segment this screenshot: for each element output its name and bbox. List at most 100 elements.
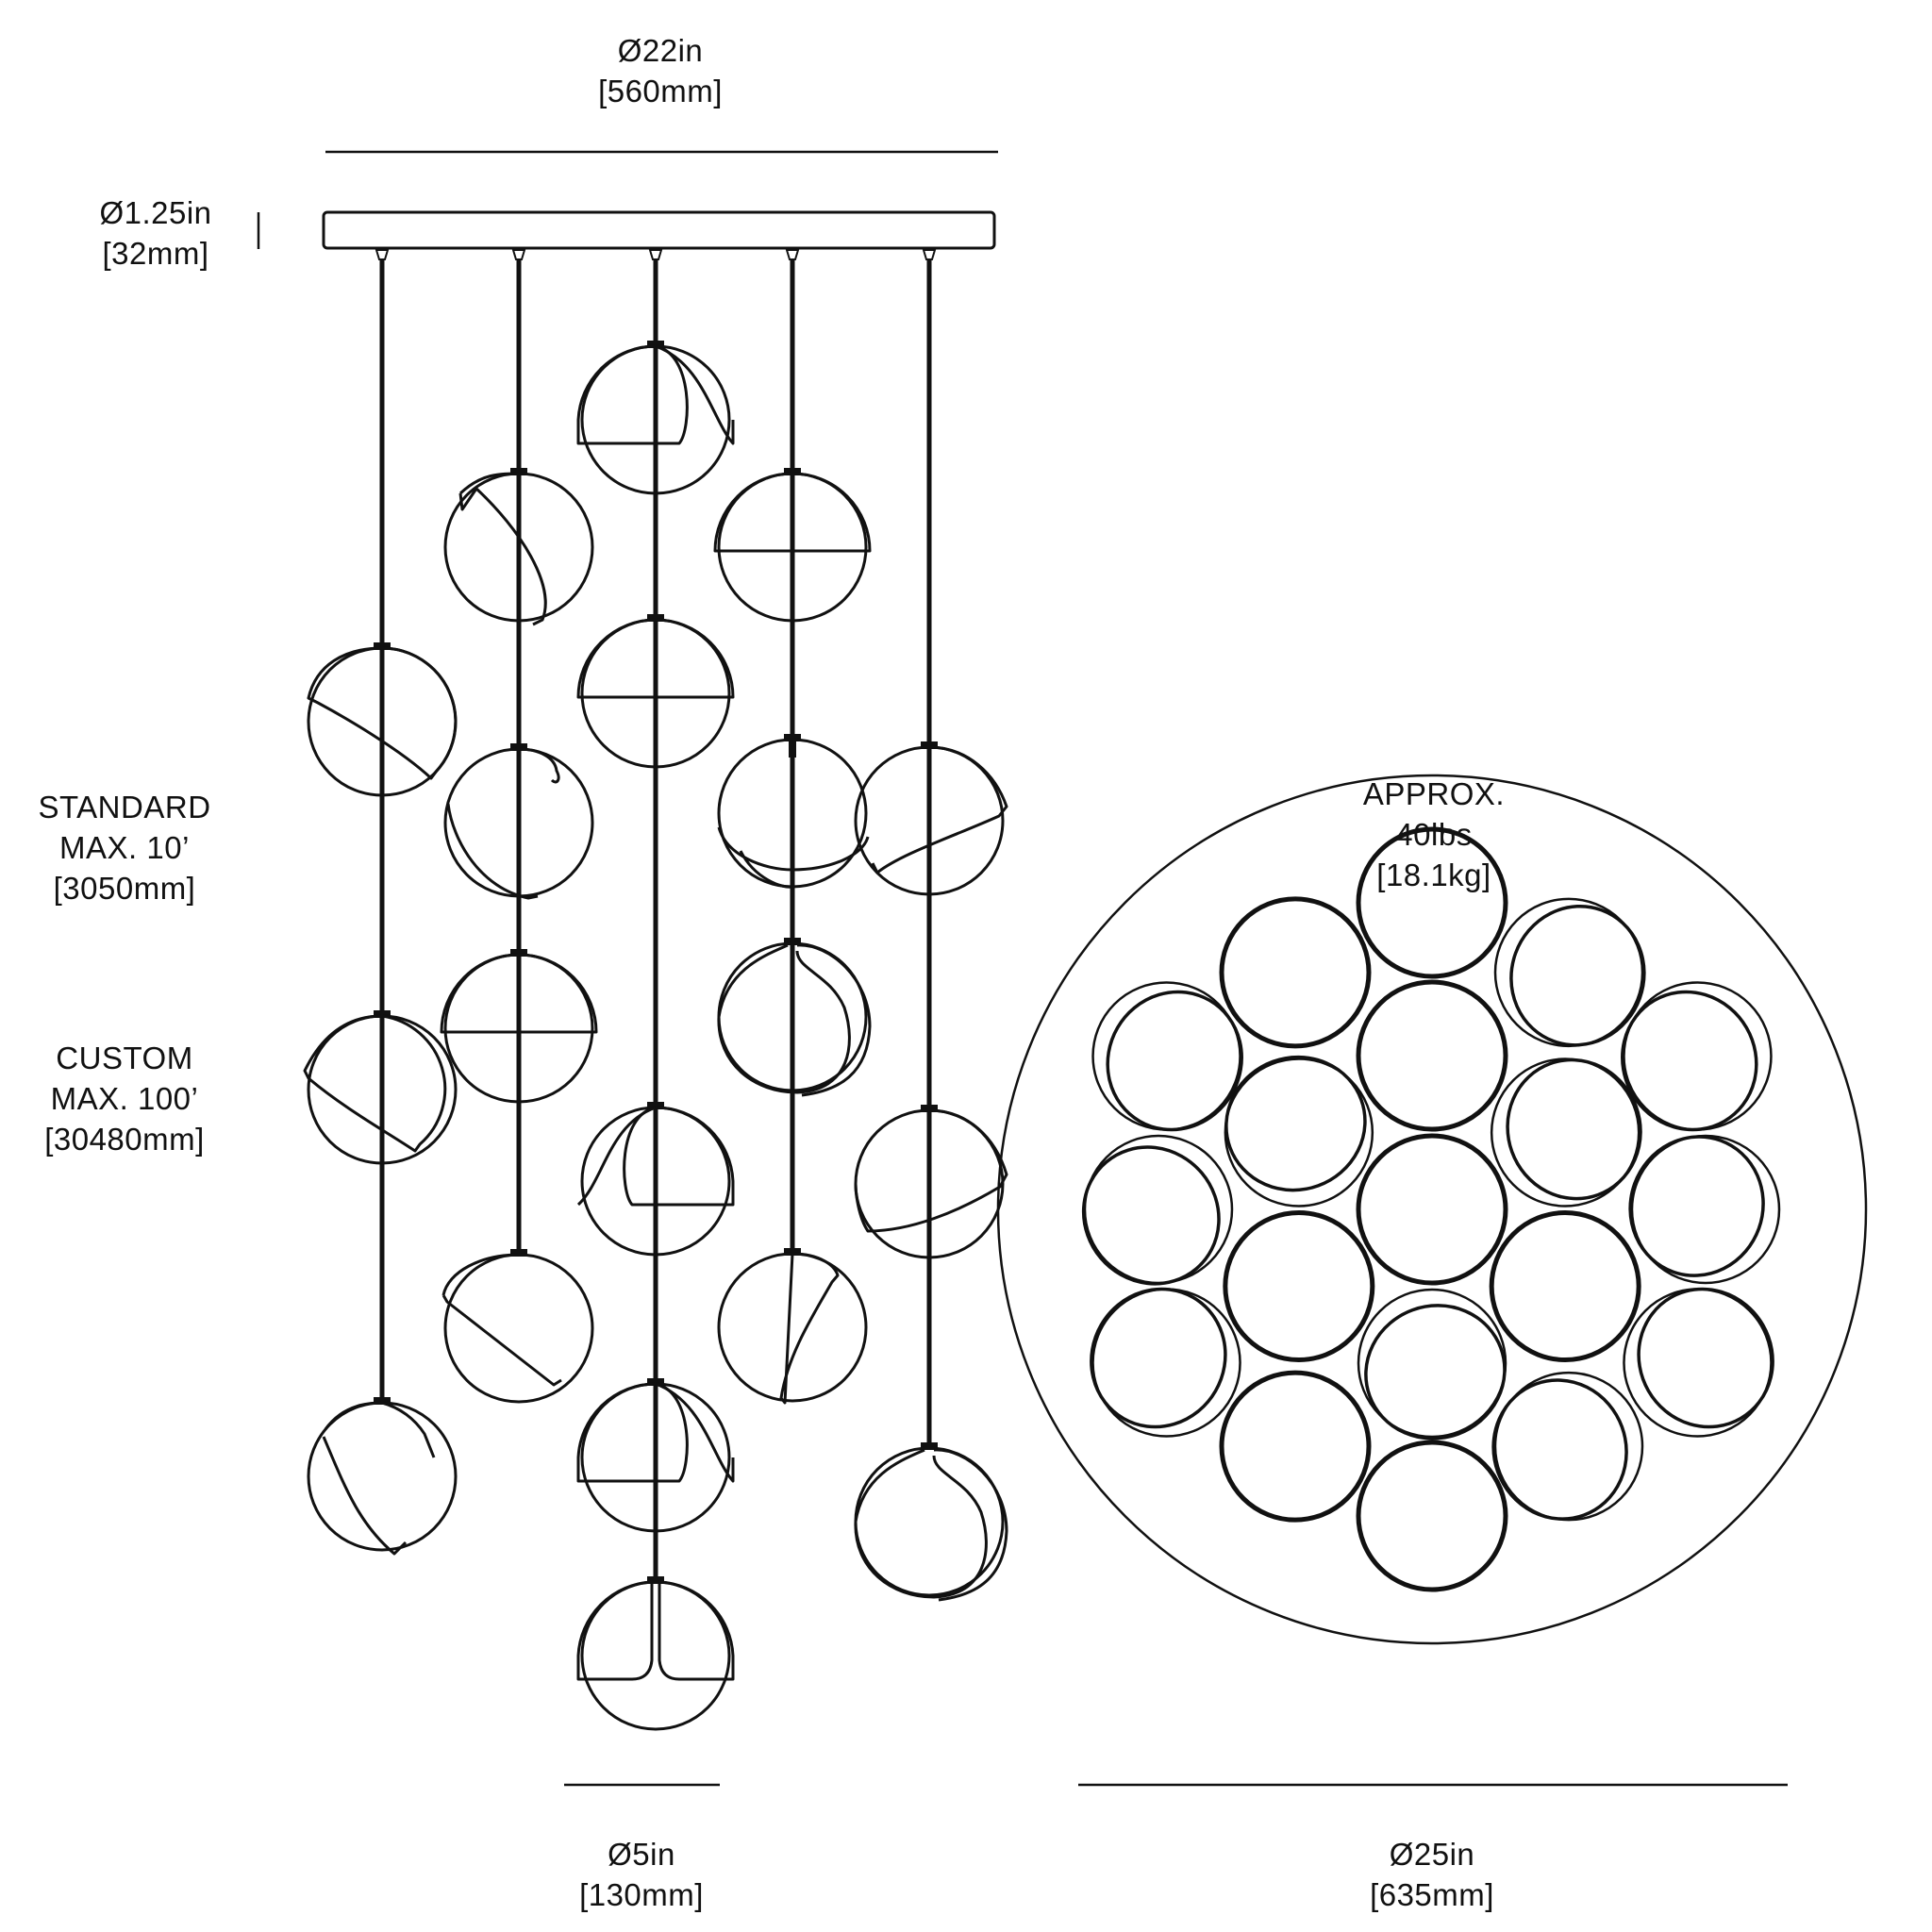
cluster-diameter-label: Ø25in [635mm] [1338, 1834, 1526, 1915]
cluster-outline [996, 774, 1868, 1645]
globe-diameter-imperial: Ø5in [608, 1837, 675, 1872]
globe-cap [921, 1442, 938, 1450]
plan-globe [1490, 1058, 1642, 1208]
plan-globe-shade [1491, 1378, 1628, 1521]
plan-globe-outline [1219, 896, 1372, 1049]
globe-shade [576, 1580, 654, 1681]
globe-cap [647, 341, 664, 348]
globe-cap [921, 1105, 938, 1112]
plan-globe [1623, 1287, 1774, 1438]
pendant-globe [576, 614, 735, 769]
plan-globe-shade [1637, 1287, 1774, 1429]
canopy-plate [322, 210, 996, 250]
plan-globe-outline [1083, 1134, 1234, 1285]
plan-globe [1090, 1287, 1241, 1438]
cord-connector [785, 249, 800, 260]
plan-globe-outline [1223, 1210, 1375, 1362]
plan-globe [1356, 979, 1508, 1132]
globe-cap [374, 1010, 391, 1018]
canopy-width-label: Ø22in [560mm] [566, 30, 755, 111]
globe-shade [623, 1106, 735, 1207]
pendant-globe [441, 1249, 594, 1404]
weight-imperial: 40lbs [1395, 817, 1473, 852]
globe-shade [307, 646, 458, 780]
globe-cap [510, 468, 527, 475]
canopy-width-imperial: Ø22in [617, 33, 704, 68]
pendant-globe [443, 743, 594, 900]
plan-globe [1091, 981, 1243, 1132]
standard-drop-imperial: MAX. 10’ [59, 830, 190, 865]
globe-shade [854, 1448, 988, 1599]
pendant-globe [307, 1397, 458, 1556]
plan-globe [1356, 1133, 1508, 1286]
globe-shade [713, 472, 872, 553]
globe-shade [658, 1580, 735, 1681]
plan-globe-outline [1489, 1210, 1641, 1362]
globe-cap [510, 949, 527, 957]
custom-drop-title: CUSTOM [56, 1041, 193, 1075]
cord-connector [375, 249, 390, 260]
plan-globe [1356, 826, 1508, 979]
plan-globe [1224, 1055, 1374, 1208]
globe-cap [374, 642, 391, 650]
canopy-height-metric: [32mm] [102, 236, 209, 271]
globe-cap [647, 1576, 664, 1584]
globe-shade [655, 1382, 735, 1483]
globe-shade [576, 344, 689, 445]
plan-globe-shade [1224, 1055, 1367, 1192]
plan-globe-shade [1106, 990, 1243, 1132]
globe-outline [580, 1580, 731, 1731]
plan-globe [1219, 896, 1372, 1049]
canopy-height-imperial: Ø1.25in [99, 195, 212, 230]
plan-globe [1356, 1440, 1508, 1592]
globe-shade [440, 953, 598, 1034]
globe-cap [784, 734, 801, 741]
elevation-globes [303, 341, 1008, 1731]
pendant-globe [576, 341, 735, 495]
globe-shade [739, 850, 793, 889]
globe-shade [441, 1253, 562, 1387]
globe-shade [854, 1108, 1008, 1233]
plan-globe-outline [1356, 979, 1508, 1132]
globe-shade [779, 1252, 840, 1405]
plan-globe [1621, 981, 1773, 1132]
plan-globe-outline [1219, 1370, 1372, 1523]
plan-globe-outline [1356, 1440, 1508, 1592]
pendant-globe [576, 1102, 735, 1257]
globe-shade [717, 943, 851, 1094]
globe-cap [510, 743, 527, 751]
globe-shade [303, 1014, 447, 1153]
globe-cap [374, 1397, 391, 1405]
globe-shade [576, 1106, 657, 1207]
globe-cap [784, 468, 801, 475]
pendant-globe [717, 938, 872, 1097]
pendant-globe [307, 642, 458, 797]
globe-cap [784, 938, 801, 945]
plan-globe-shade [1621, 990, 1758, 1132]
dimension-lines [257, 150, 1788, 1787]
plan-globe-shade [1364, 1304, 1507, 1441]
custom-drop-label: CUSTOM MAX. 100’ [30480mm] [19, 1038, 230, 1159]
globe-outline [443, 1253, 594, 1404]
pendant-globe [440, 949, 598, 1104]
custom-drop-metric: [30480mm] [44, 1122, 205, 1157]
pendant-globe [717, 734, 870, 889]
pendant-globe [854, 1442, 1008, 1602]
canopy [322, 210, 996, 250]
plan-globe-outline [1356, 1133, 1508, 1286]
plan-globe [1357, 1288, 1507, 1441]
globe-shade [933, 1448, 1008, 1602]
globe-shade [576, 1382, 689, 1483]
plan-globe [1489, 1210, 1641, 1362]
weight-title: APPROX. [1362, 776, 1506, 811]
globe-cap [647, 1102, 664, 1109]
cord-connector [648, 249, 663, 260]
pendant-globe [303, 1010, 458, 1165]
globe-shade [446, 747, 560, 900]
pendant-globe [576, 1378, 735, 1533]
plan-globe [1628, 1134, 1781, 1285]
standard-drop-label: STANDARD MAX. 10’ [3050mm] [19, 787, 230, 908]
globe-clip [789, 739, 796, 758]
globe-shade [322, 1401, 436, 1556]
globe-cap [510, 1249, 527, 1257]
